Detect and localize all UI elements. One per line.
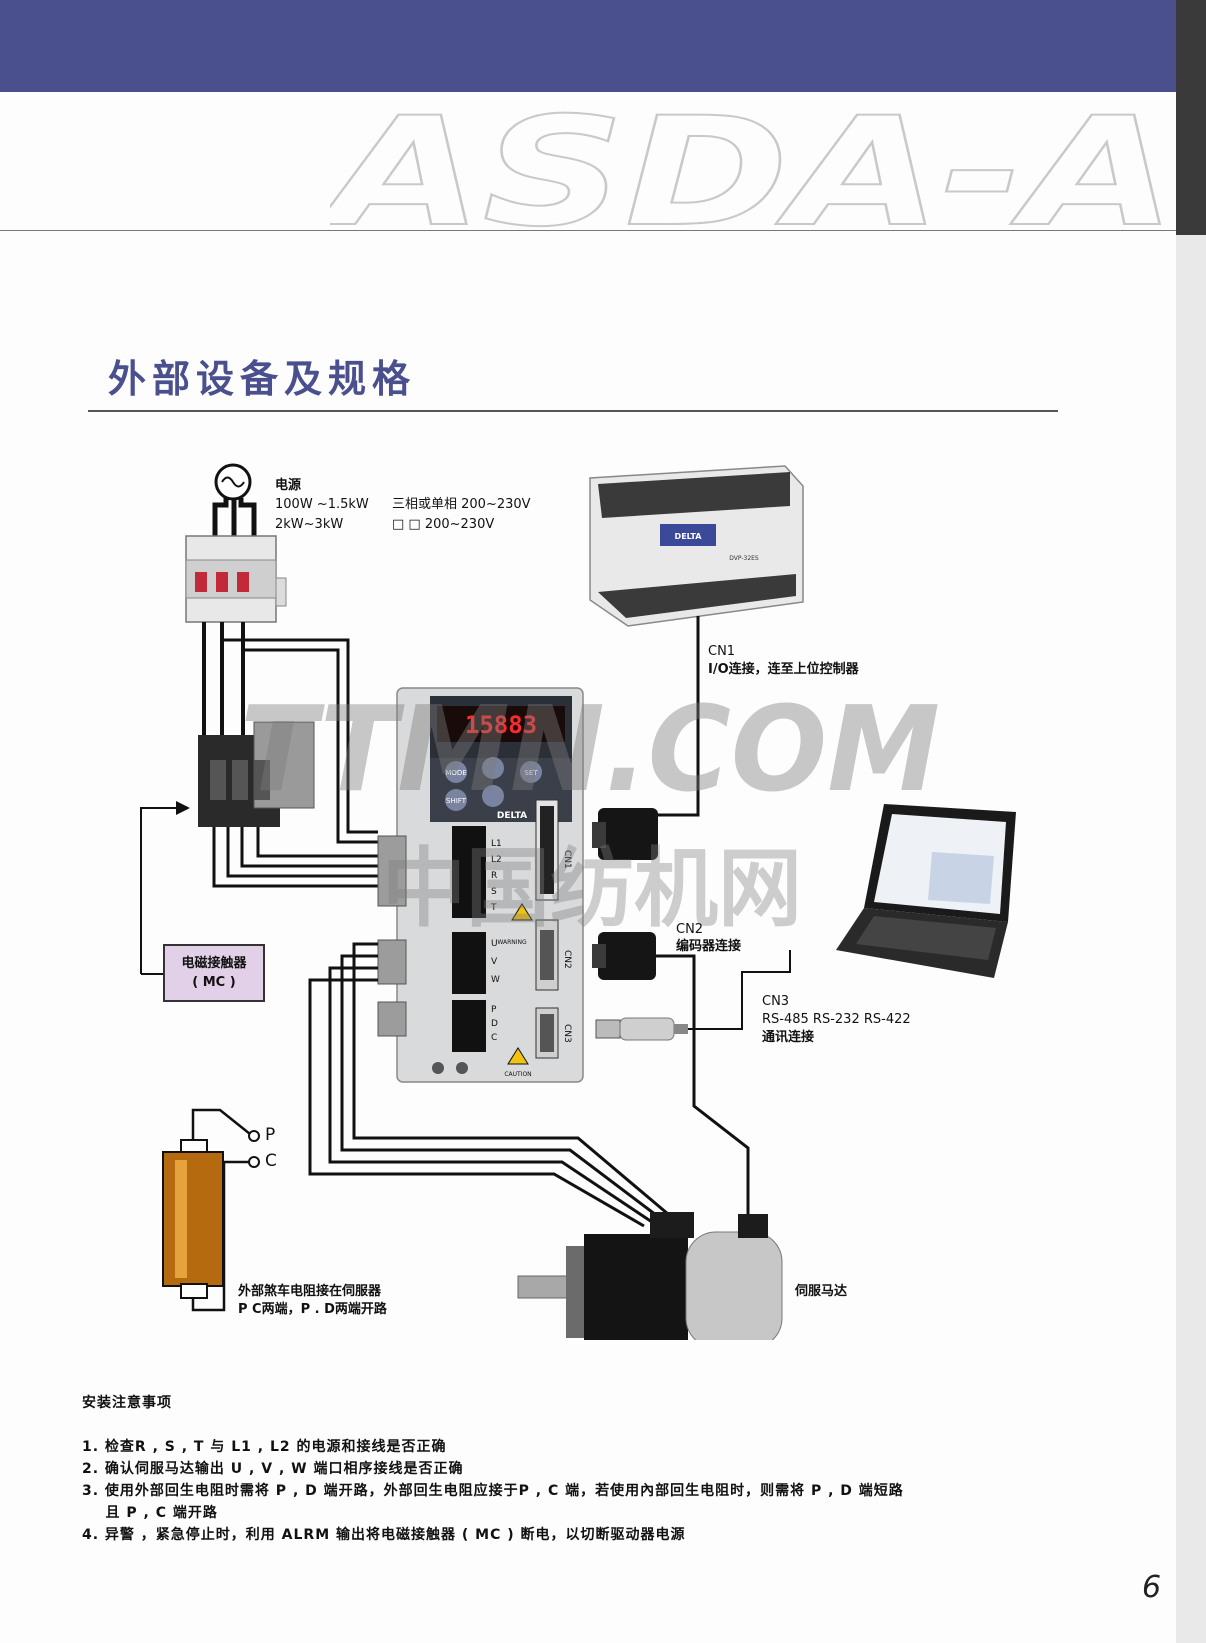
supply-wires: [212, 498, 257, 540]
main-power-wires: [212, 827, 378, 888]
motor-label: 伺服马达: [795, 1284, 848, 1299]
cn2-encoder-cable: [656, 954, 750, 1220]
caution-label: CAUTION: [504, 1071, 531, 1078]
power-range-1: 100W ~1.5kW: [275, 497, 369, 512]
note-item: 4. 异警 ，紧急停止时，利用 ALRM 输出将电磁接触器 ( MC ) 断电，…: [82, 1527, 686, 1543]
terminal-c-icon: [248, 1156, 260, 1168]
plc-controller-icon: DELTA DVP-32ES: [589, 465, 804, 627]
warning-label: WARNING: [497, 939, 527, 946]
note-item: 3. 使用外部回生电阻时需将 P , D 端开路，外部回生电阻应接于P , C …: [82, 1483, 904, 1499]
power-range-2: 2kW~3kW: [275, 517, 344, 532]
drive-brand-label: DELTA: [497, 811, 527, 821]
page-title: 外部设备及规格: [108, 357, 417, 401]
plc-brand-label: DELTA: [675, 532, 703, 541]
plc-model-label: DVP-32ES: [729, 555, 759, 562]
p-terminal-label: P: [265, 1125, 276, 1145]
terminal-c: C: [491, 1033, 497, 1043]
circuit-breaker-icon: [185, 535, 287, 623]
port-cn1: CN1: [562, 850, 572, 869]
port-cn2: CN2: [562, 950, 572, 969]
cn3-label: CN3: [762, 994, 790, 1009]
cn1-label: CN1: [708, 644, 736, 659]
cn1-connector-icon: [592, 808, 658, 860]
note-item: 1. 检查R , S , T 与 L1 , L2 的电源和接线是否正确: [82, 1439, 447, 1455]
brake-resistor-icon: [162, 1139, 224, 1299]
ac-source-icon: [214, 463, 252, 501]
control-power-wires: [222, 638, 378, 844]
mode-key-label: MODE: [445, 769, 466, 777]
cn3-usb-connector-icon: [595, 1017, 688, 1041]
mc-control-arrow: [140, 807, 176, 975]
terminal-w: W: [491, 975, 500, 985]
terminal-l2: L2: [491, 855, 502, 865]
brake-note-line2: P C两端，P . D两端开路: [238, 1302, 387, 1317]
watermark-cn: 中国纺机网: [382, 839, 802, 939]
terminal-r: R: [491, 871, 497, 881]
brand-text: ASDA-A: [330, 96, 1176, 234]
notes-title: 安装注意事项: [82, 1395, 172, 1411]
terminal-l1: L1: [491, 839, 502, 849]
terminal-d: D: [491, 1019, 498, 1029]
contactor-icon: [198, 721, 315, 827]
caution-icon: [507, 1047, 529, 1065]
arrow-head-icon: [176, 801, 190, 815]
c-terminal-label: C: [265, 1151, 277, 1171]
title-rule: [88, 410, 1058, 412]
watermark-url: TTMN.COM: [240, 680, 940, 818]
note-item: 2. 确认伺服马达输出 U , V , W 端口相序接线是否正确: [82, 1461, 464, 1477]
cn3-desc: 通讯连接: [762, 1030, 815, 1045]
wiring-diagram: 15883 MODE SET SHIFT DELTA L1 L2 R S T U…: [140, 463, 1016, 1340]
side-band-dark: [1176, 0, 1206, 235]
drive-display-readout: 15883: [465, 711, 537, 739]
header-band: [0, 0, 1176, 92]
cn2-connector-icon: [592, 932, 656, 980]
terminal-v: V: [491, 957, 498, 967]
power-heading: 电源: [275, 478, 302, 493]
header-divider: [0, 230, 1176, 231]
laptop-computer-icon: [836, 804, 1016, 978]
terminal-t: T: [490, 903, 497, 913]
cn3-protocols: RS-485 RS-232 RS-422: [762, 1012, 911, 1027]
port-cn3: CN3: [562, 1024, 572, 1043]
side-band-light: [1176, 235, 1206, 1643]
brand-outline-logo: ASDA-A: [330, 96, 1176, 234]
servo-motor-icon: [517, 1212, 783, 1340]
terminal-u: U: [491, 939, 498, 949]
cn2-label: CN2: [676, 922, 704, 937]
contactor-label-line1: 电磁接触器: [181, 956, 247, 971]
brake-resistor-wires: [191, 1108, 251, 1312]
power-spec-2: □ □ 200~230V: [392, 517, 495, 532]
cn1-cable: [654, 616, 700, 817]
servo-drive-icon: 15883 MODE SET SHIFT DELTA L1 L2 R S T U…: [377, 687, 584, 1083]
cn1-desc: I/O连接，连至上位控制器: [708, 662, 859, 677]
shift-key-label: SHIFT: [446, 797, 467, 805]
warning-icon: [511, 903, 533, 921]
watermark: TTMN.COM 中国纺机网: [240, 680, 940, 939]
page-number: 6: [1142, 1570, 1162, 1605]
cn2-desc: 编码器连接: [676, 939, 742, 954]
contactor-label-line2: ( MC ): [192, 975, 236, 990]
motor-power-wires: [308, 942, 669, 1228]
installation-notes: 安装注意事项 1. 检查R , S , T 与 L1 , L2 的电源和接线是否…: [82, 1392, 1082, 1546]
set-key-label: SET: [524, 769, 538, 777]
power-spec-1: 三相或单相 200~230V: [392, 497, 531, 512]
terminal-p-icon: [248, 1130, 260, 1142]
brake-note-line1: 外部煞车电阻接在伺服器: [238, 1284, 382, 1299]
terminal-p: P: [491, 1005, 497, 1015]
contactor-label-box: 电磁接触器 ( MC ): [163, 944, 265, 1002]
terminal-s: S: [491, 887, 497, 897]
note-item: 且 P , C 端开路: [82, 1505, 218, 1521]
cn3-cable: [688, 950, 791, 1030]
